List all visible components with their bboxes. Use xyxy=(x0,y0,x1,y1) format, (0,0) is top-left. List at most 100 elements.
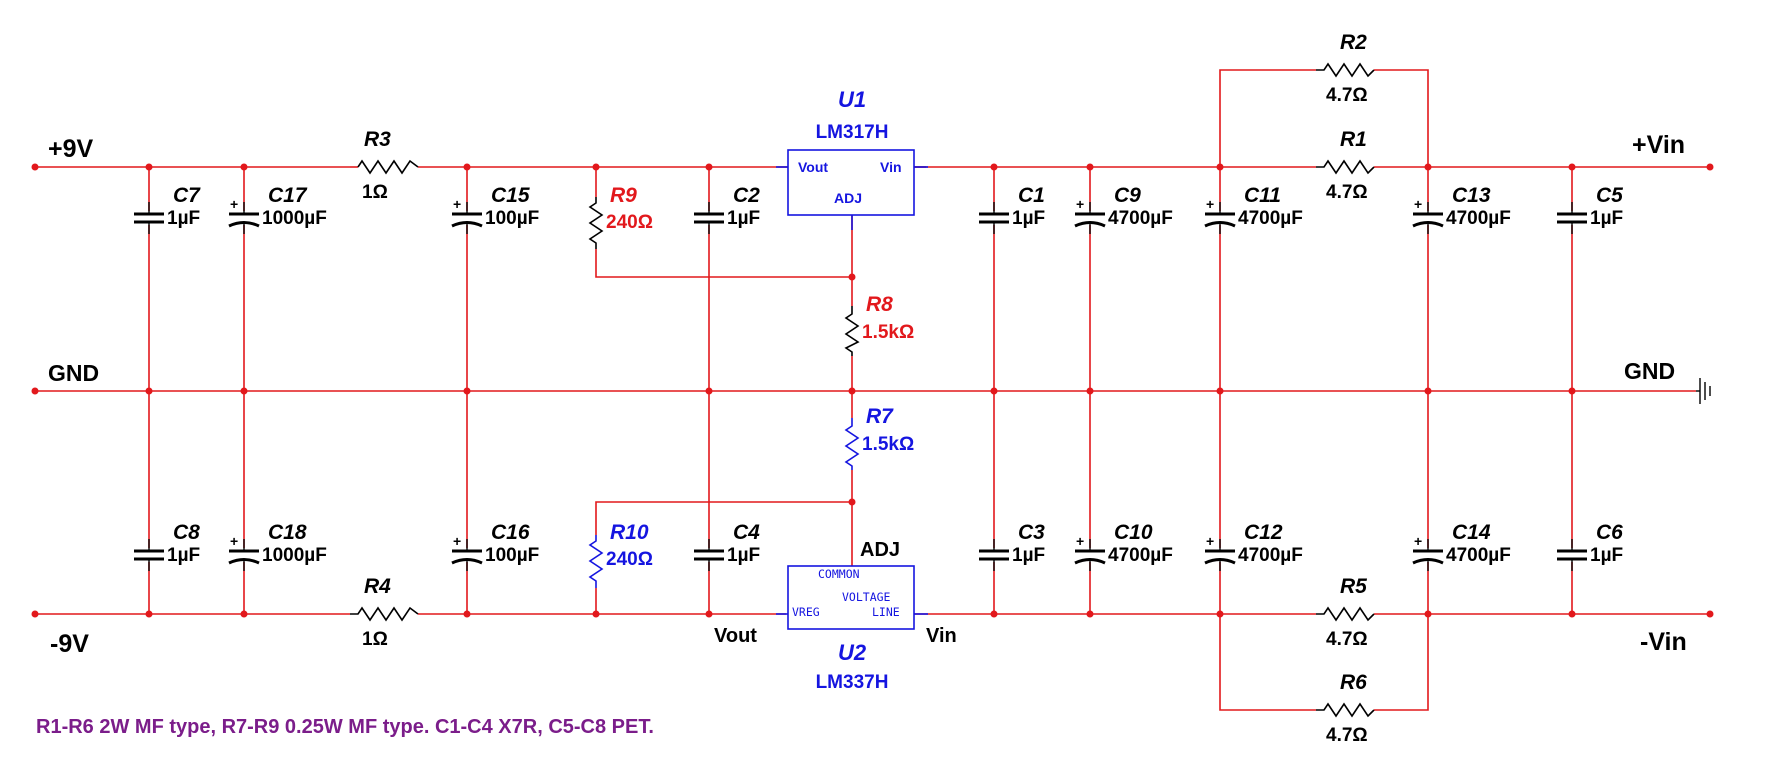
wire-r2-loop xyxy=(1219,69,1316,167)
c7-value: 1µF xyxy=(167,208,200,229)
capacitors: C71µFC81µF+C171000µF+C181000µF+C15100µF+… xyxy=(134,184,1623,571)
junction-dot xyxy=(1424,387,1432,395)
c16-value: 100µF xyxy=(485,545,539,566)
resistor-r2: R2 4.7Ω xyxy=(1316,31,1375,106)
c5-value: 1µF xyxy=(1590,208,1623,229)
c3-value: 1µF xyxy=(1012,545,1045,566)
junction-dot xyxy=(705,163,713,171)
u2-ref: U2 xyxy=(838,640,867,665)
junction-dot xyxy=(145,610,153,618)
junction-dot xyxy=(1706,610,1714,618)
label-minus9v: -9V xyxy=(50,630,89,658)
c11-ref: C11 xyxy=(1244,184,1281,207)
u2-pin-voltage: VOLTAGE xyxy=(842,590,891,604)
r8-ref: R8 xyxy=(866,293,893,316)
junction-dot xyxy=(31,610,39,618)
polarity-plus-icon: + xyxy=(230,533,238,549)
c9-ref: C9 xyxy=(1114,184,1141,207)
c2-value: 1µF xyxy=(727,208,760,229)
u2-adj-label: ADJ xyxy=(860,539,900,561)
cap-plate-curved xyxy=(1074,558,1106,565)
c8-ref: C8 xyxy=(173,521,200,544)
c14-value: 4700µF xyxy=(1446,545,1511,566)
c15-value: 100µF xyxy=(485,208,539,229)
c6-ref: C6 xyxy=(1596,521,1623,544)
junction-dot xyxy=(463,610,471,618)
junction-dot xyxy=(145,387,153,395)
junction-dot xyxy=(1424,610,1432,618)
r2-value: 4.7Ω xyxy=(1326,85,1368,106)
r4-zigzag xyxy=(350,606,419,622)
c11-value: 4700µF xyxy=(1238,208,1303,229)
u1-pin-vout: Vout xyxy=(798,159,828,175)
label-gnd-left: GND xyxy=(48,360,99,386)
resistor-r6: R6 4.7Ω xyxy=(1316,671,1375,746)
c6-value: 1µF xyxy=(1590,545,1623,566)
resistor-r8: R8 1.5kΩ xyxy=(844,293,914,356)
r3-ref: R3 xyxy=(364,128,391,151)
junction-dot xyxy=(240,387,248,395)
junction-dot xyxy=(848,273,856,281)
c17-ref: C17 xyxy=(268,184,308,207)
r2-ref: R2 xyxy=(1340,31,1367,54)
junction-dot xyxy=(990,163,998,171)
c18-ref: C18 xyxy=(268,521,307,544)
resistor-r1: R1 4.7Ω xyxy=(1316,128,1375,203)
r8-value: 1.5kΩ xyxy=(862,322,914,343)
r8-zigzag xyxy=(844,306,860,356)
polarity-plus-icon: + xyxy=(1076,533,1084,549)
polarity-plus-icon: + xyxy=(230,196,238,212)
r9-value: 240Ω xyxy=(606,212,653,233)
cap-plate-curved xyxy=(1074,221,1106,228)
resistor-r9: R9 240Ω xyxy=(588,184,653,249)
c10-ref: C10 xyxy=(1114,521,1153,544)
c7-ref: C7 xyxy=(173,184,201,207)
junction-dot xyxy=(592,163,600,171)
c5-ref: C5 xyxy=(1596,184,1623,207)
u1-ref: U1 xyxy=(838,87,866,112)
wire-r9-to-adj xyxy=(595,249,852,278)
c18-value: 1000µF xyxy=(262,545,327,566)
c8-value: 1µF xyxy=(167,545,200,566)
cap-plate-curved xyxy=(451,221,483,228)
r5-value: 4.7Ω xyxy=(1326,629,1368,650)
r7-ref: R7 xyxy=(866,405,894,428)
r7-zigzag xyxy=(844,418,860,470)
junction-dot xyxy=(990,387,998,395)
junction-dot xyxy=(1706,163,1714,171)
c16-ref: C16 xyxy=(491,521,530,544)
c4-value: 1µF xyxy=(727,545,760,566)
u1-regulator: Vout Vin ADJ U1 LM317H xyxy=(776,87,928,230)
u2-vin-label: Vin xyxy=(926,625,957,647)
c17-value: 1000µF xyxy=(262,208,327,229)
u1-pin-adj: ADJ xyxy=(834,190,862,206)
junction-dot xyxy=(1568,610,1576,618)
r4-value: 1Ω xyxy=(362,629,388,650)
label-plus9v: +9V xyxy=(48,135,94,163)
r9-zigzag xyxy=(588,197,604,249)
junction-dot xyxy=(463,163,471,171)
u2-part: LM337H xyxy=(816,672,889,693)
u2-pin-common: COMMON xyxy=(818,567,860,581)
r3-zigzag xyxy=(357,159,419,175)
polarity-plus-icon: + xyxy=(1076,196,1084,212)
r1-zigzag xyxy=(1316,159,1375,175)
r6-ref: R6 xyxy=(1340,671,1367,694)
wire-r6-loop-right xyxy=(1374,614,1429,711)
r1-ref: R1 xyxy=(1340,128,1367,151)
junction-dot xyxy=(1216,163,1224,171)
junction-dot xyxy=(31,163,39,171)
junction-dot xyxy=(1216,610,1224,618)
wire-r10-top xyxy=(595,501,852,535)
c9-value: 4700µF xyxy=(1108,208,1173,229)
junction-dot xyxy=(848,498,856,506)
